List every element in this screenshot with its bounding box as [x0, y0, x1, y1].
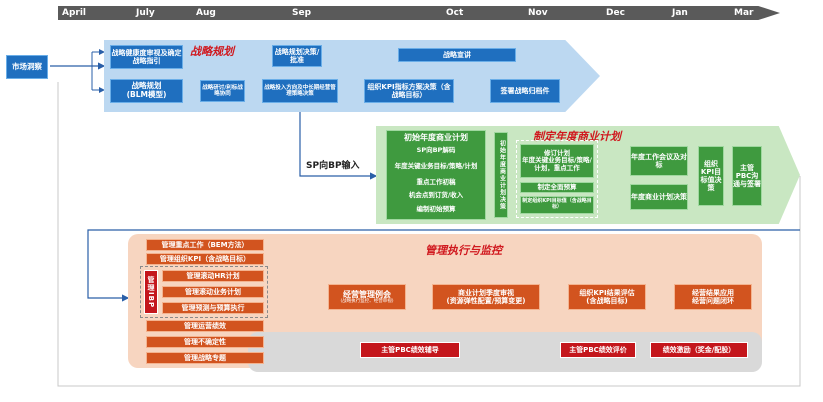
result-apply-box: 经营结果应用 经营问题闭环: [674, 284, 752, 310]
blm-box: 战略规划 (BLM模型): [110, 79, 183, 103]
strategy-decision-text: 战略规划决策/批准: [274, 47, 320, 64]
strategy-health-review-text: 战略健康度审视及确定战略指引: [111, 48, 182, 65]
pbc-coach-text: 主管PBC绩效辅导: [381, 345, 439, 354]
meeting-box: 经营管理例会 (战略执行监控、经营审视): [328, 284, 406, 310]
strategy-input-box: 战略投入方向及中长期经营管理策略决策: [262, 79, 338, 103]
incentive-text: 绩效激励（奖金/配股）: [662, 345, 736, 354]
result-apply-text: 经营结果应用 经营问题闭环: [692, 288, 734, 305]
execution-left-item: 管理滚动业务计划: [162, 286, 264, 298]
mgmt-ibp-text: 管理IBP: [147, 275, 156, 309]
kpi-value-decision-box: 组织KPI目标值决策: [698, 146, 724, 206]
bp-title: 制定年度商业计划: [533, 130, 621, 143]
execution-left-item: 管理战略专题: [146, 352, 264, 364]
month-label: Nov: [528, 8, 548, 18]
kpi-eval-box: 组织KPI结果评估 (含战略目标): [568, 284, 646, 310]
sign-text: 签署战略归档件: [500, 86, 550, 95]
initial-bp-decision-box: 初始年度商业计划决策: [494, 132, 508, 218]
blm-text: 战略规划 (BLM模型): [126, 81, 167, 99]
strategy-interview-box: 战略研讨/利标战略协同: [200, 80, 245, 102]
quarterly-review-text: 商业计划季度审视 (资源弹性配置/预算变更): [446, 288, 526, 305]
pbc-eval-box: 主管PBC绩效评价: [560, 342, 636, 358]
annual-decision-box: 年度商业计划决策: [630, 184, 688, 210]
month-label: Oct: [446, 8, 464, 18]
sp-input-label: SP向BP输入: [306, 161, 360, 171]
execution-left-item: 管理运营绩效: [146, 320, 264, 332]
strategy-title: 战略规划: [190, 45, 234, 58]
annual-meeting-text: 年度工作会议及对标: [631, 152, 687, 169]
month-label: July: [136, 8, 155, 18]
month-label: Aug: [196, 8, 216, 18]
revise-item: 修订计划 年度关键业务目标/策略/计划，重点工作: [520, 144, 594, 178]
kpi-plan-text: 组织KPI指标方案决策（含战略目标）: [367, 82, 451, 99]
meeting-text: 经营管理例会: [343, 289, 391, 299]
strategy-health-review-box: 战略健康度审视及确定战略指引: [110, 45, 183, 69]
strategy-decision-box: 战略规划决策/批准: [272, 45, 322, 67]
initial-bp-item: 机会点到订货/收入: [392, 190, 480, 202]
sign-box: 签署战略归档件: [490, 79, 560, 103]
kpi-plan-box: 组织KPI指标方案决策（含战略目标）: [364, 79, 454, 103]
execution-left-item: 管理滚动HR计划: [162, 270, 264, 282]
initial-bp-item: 编制初始预算: [392, 204, 480, 216]
execution-title: 管理执行与监控: [425, 244, 502, 257]
mgmt-ibp-box: 管理IBP: [144, 270, 158, 314]
initial-bp-title: 初始年度商业计划: [404, 133, 468, 142]
annual-meeting-box: 年度工作会议及对标: [630, 146, 688, 176]
strategy-interview-text: 战略研讨/利标战略协同: [202, 84, 243, 97]
strategy-announce-box: 战略宣讲: [398, 48, 516, 62]
strategy-input-text: 战略投入方向及中长期经营管理策略决策: [264, 84, 336, 97]
pbc-sign-box: 主管PBC沟通与签署: [732, 146, 762, 206]
pbc-eval-text: 主管PBC绩效评价: [569, 345, 627, 354]
month-label: Dec: [606, 8, 625, 18]
month-label: Sep: [292, 8, 312, 18]
mgmt-ibp-group: [140, 266, 268, 318]
initial-bp-item: 重点工作初稿: [392, 178, 480, 188]
kpi-value-decision-text: 组织KPI目标值决策: [700, 159, 722, 193]
pbc-sign-text: 主管PBC沟通与签署: [733, 163, 761, 189]
execution-left-item: 管理不确定性: [146, 336, 264, 348]
quarterly-review-box: 商业计划季度审视 (资源弹性配置/预算变更): [432, 284, 540, 310]
market-insight-label: 市场洞察: [12, 61, 42, 71]
pbc-coach-box: 主管PBC绩效辅导: [360, 342, 460, 358]
revise-group: [516, 140, 598, 218]
meeting-subtext: (战略执行监控、经营审视): [340, 299, 394, 304]
month-label: April: [62, 8, 87, 18]
month-label: Mar: [734, 8, 754, 18]
incentive-box: 绩效激励（奖金/配股）: [650, 342, 748, 358]
timeline-bar: [58, 6, 780, 20]
revise-item: 制定组织KPI目标值（含战略目标）: [520, 196, 594, 214]
initial-bp-decision-text: 初始年度商业计划决策: [498, 140, 506, 210]
strategy-announce-text: 战略宣讲: [443, 50, 471, 59]
initial-bp-item: 年度关键业务目标/策略/计划: [392, 158, 480, 176]
initial-bp-item: SP向BP解码: [392, 146, 480, 156]
execution-left-item: 管理组织KPI（含战略目标）: [146, 253, 264, 265]
month-label: Jan: [672, 8, 688, 18]
execution-left-item: 管理预测与预算执行: [162, 302, 264, 314]
kpi-eval-text: 组织KPI结果评估 (含战略目标): [579, 288, 635, 305]
annual-decision-text: 年度商业计划决策: [631, 192, 687, 201]
revise-item: 制定全面预算: [520, 182, 594, 193]
execution-left-item: 管理重点工作（BEM方法）: [146, 239, 264, 251]
market-insight-box: 市场洞察: [6, 55, 48, 79]
